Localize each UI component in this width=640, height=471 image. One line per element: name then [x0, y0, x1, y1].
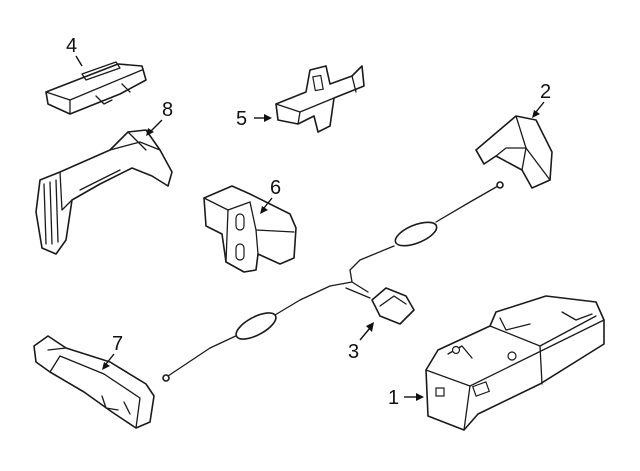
- arrow-1: [416, 393, 424, 401]
- callout-2: 2: [540, 81, 551, 103]
- callout-7: 7: [112, 333, 123, 355]
- arrow-7: [102, 362, 110, 370]
- callout-6: 6: [270, 177, 281, 199]
- leader-2: [535, 101, 545, 113]
- arrow-8: [146, 128, 154, 136]
- leader-3: [359, 327, 371, 341]
- leader-6: [263, 197, 273, 209]
- part-1-receiver: [425, 295, 605, 431]
- arrow-6: [260, 206, 268, 214]
- callout-5: 5: [236, 108, 247, 130]
- part-2-cap: [475, 115, 553, 189]
- part-5-clip: [275, 65, 365, 133]
- arrow-5: [264, 114, 272, 122]
- part-4-module: [45, 61, 147, 115]
- callout-1: 1: [388, 387, 399, 409]
- arrow-3: [366, 322, 374, 332]
- arrow-2: [532, 110, 540, 118]
- callout-8: 8: [162, 99, 173, 121]
- leader-8: [149, 119, 163, 133]
- callout-4: 4: [66, 35, 77, 57]
- part-8-bracket: [35, 129, 173, 255]
- callout-3: 3: [348, 341, 359, 363]
- leader-7: [105, 353, 115, 365]
- part-6-bracket: [203, 185, 297, 273]
- part-7-clip: [33, 335, 155, 429]
- leader-4: [75, 55, 83, 67]
- part-3-antenna-harness: [162, 181, 504, 382]
